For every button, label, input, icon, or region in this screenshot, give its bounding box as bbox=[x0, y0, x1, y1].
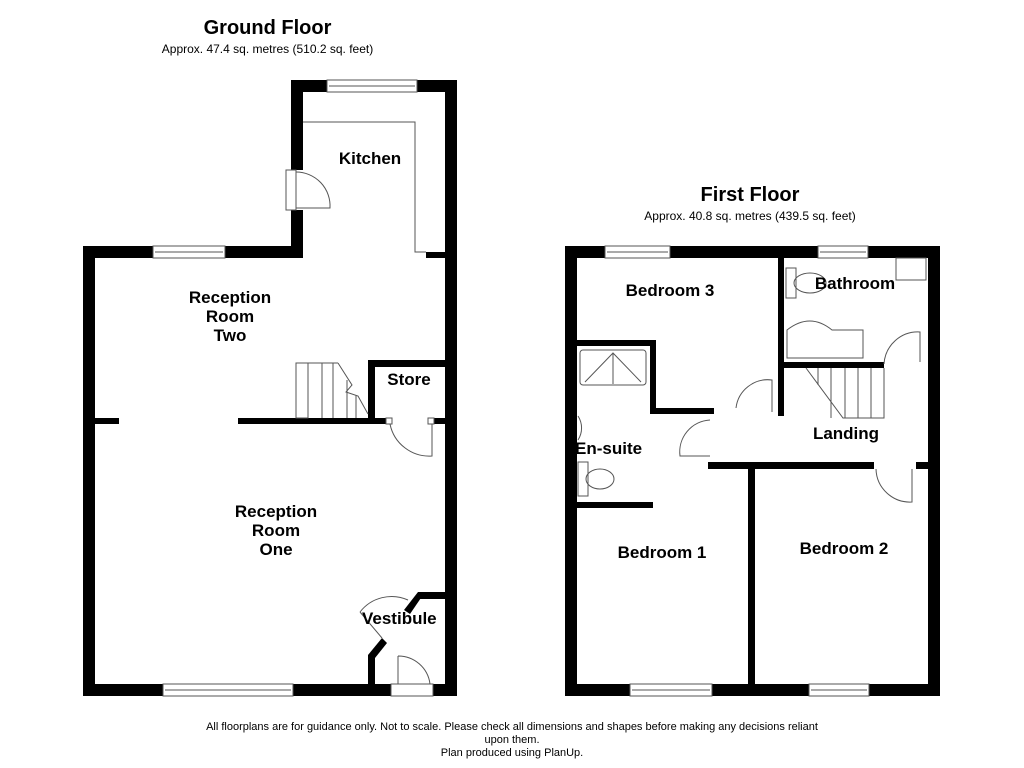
room-label-vestibule: Vestibule bbox=[362, 609, 437, 628]
ground-floor-walls bbox=[83, 80, 457, 696]
room-label-reception-two: Reception Room Two bbox=[170, 288, 290, 345]
room-label-bathroom: Bathroom bbox=[814, 274, 896, 293]
disclaimer-line-1: All floorplans are for guidance only. No… bbox=[206, 721, 818, 733]
ground-floor-title: Ground Floor bbox=[203, 17, 332, 39]
disclaimer-line-3: Plan produced using PlanUp. bbox=[440, 747, 584, 759]
first-floor-title: First Floor bbox=[700, 184, 800, 206]
room-label-landing: Landing bbox=[812, 424, 880, 443]
room-label-store: Store bbox=[387, 370, 431, 389]
first-floor-area: Approx. 40.8 sq. metres (439.5 sq. feet) bbox=[644, 209, 856, 223]
first-floor-walls bbox=[565, 246, 940, 696]
room-label-en-suite: En-suite bbox=[575, 439, 643, 458]
reception-two-line2: Room bbox=[205, 307, 255, 326]
room-label-bedroom-3: Bedroom 3 bbox=[625, 281, 715, 300]
first-floor-fixtures bbox=[577, 245, 927, 697]
room-label-kitchen: Kitchen bbox=[338, 149, 402, 168]
reception-one-line2: Room bbox=[251, 521, 301, 540]
reception-two-line1: Reception bbox=[188, 288, 272, 307]
disclaimer-footer: All floorplans are for guidance only. No… bbox=[0, 721, 1024, 760]
ground-floor-area: Approx. 47.4 sq. metres (510.2 sq. feet) bbox=[161, 42, 374, 56]
room-label-reception-one: Reception Room One bbox=[216, 502, 336, 559]
reception-one-line1: Reception bbox=[234, 502, 318, 521]
reception-one-line3: One bbox=[259, 540, 293, 559]
room-label-bedroom-1: Bedroom 1 bbox=[617, 543, 707, 562]
room-label-bedroom-2: Bedroom 2 bbox=[799, 539, 889, 558]
ground-floor-fixtures bbox=[152, 79, 435, 697]
disclaimer-line-2: upon them. bbox=[484, 734, 540, 746]
reception-two-line3: Two bbox=[213, 326, 247, 345]
